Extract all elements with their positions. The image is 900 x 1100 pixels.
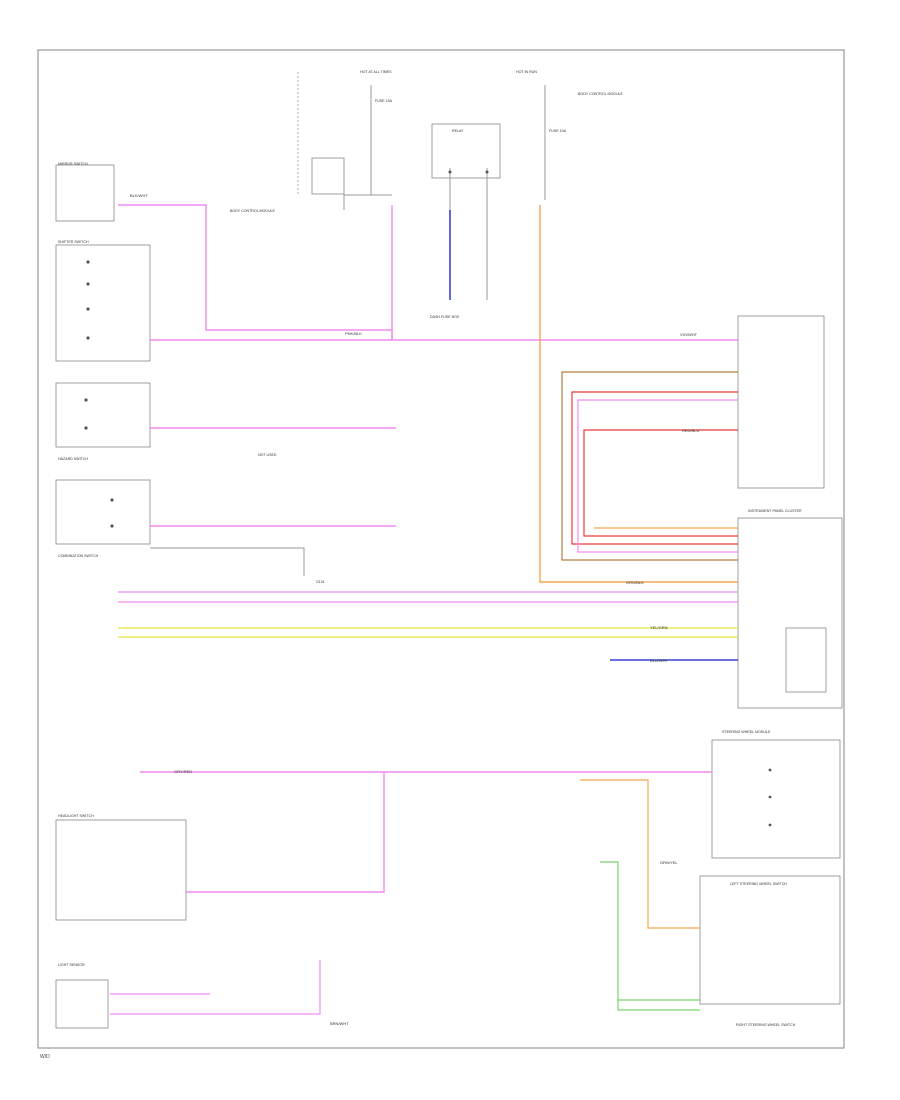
- shifter-switch: [55, 244, 151, 362]
- shifter-switch-label: SHIFTER SWITCH: [58, 240, 89, 244]
- ipc-submodule: [785, 627, 827, 693]
- wire-label-w9: GRY/RED: [174, 769, 192, 774]
- fuse-left-label: FUSE 15A: [375, 99, 393, 103]
- hot-at-all-times-label: HOT AT ALL TIMES: [360, 70, 392, 74]
- dash-fuse-box-label: DASH FUSE BOX: [430, 315, 460, 319]
- wire-label-w2: PNK/BLK: [345, 331, 362, 336]
- combination-switch: [55, 479, 151, 545]
- combination-switch-label: COMBINATION SWITCH: [58, 554, 99, 558]
- diagram-border: [37, 49, 845, 1049]
- right-sw-switch-label: RIGHT STEERING WHEEL SWITCH: [736, 1023, 796, 1027]
- wire-label-w3: VIO/WHT: [680, 332, 698, 337]
- steering-wheel-module: [711, 739, 841, 859]
- wire-label-w7: BLU/WHT: [650, 658, 669, 663]
- wire-label-w8: GRN/YEL: [660, 860, 678, 865]
- steering-wheel-module-label: STEERING WHEEL MODULE: [722, 730, 771, 734]
- headlight-switch: [55, 819, 187, 921]
- relay-box-label: RELAY: [452, 129, 464, 133]
- right-steering-wheel-switch: [699, 875, 841, 1005]
- fuse-right-label: FUSE 10A: [549, 129, 567, 133]
- hot-in-run-label: HOT IN RUN: [516, 70, 537, 74]
- relay-stack: [737, 315, 825, 489]
- wire-label-w5: RED/BLU: [682, 428, 699, 433]
- not-used-label-1: NOT USED: [258, 453, 277, 457]
- left-sw-switch-label: LEFT STEERING WHEEL SWITCH: [730, 882, 787, 886]
- wire-label-w6: YEL/GRN: [650, 625, 668, 630]
- relay-box: [431, 123, 501, 179]
- hazard-switch-label: HAZARD SWITCH: [58, 457, 88, 461]
- light-sensor: [55, 979, 109, 1029]
- wire-label-w1: BLK/WHT: [130, 193, 148, 198]
- mirror-switch-label: MIRROR SWITCH: [58, 162, 88, 166]
- wire-label-w10: BRN/WHT: [330, 1021, 349, 1026]
- ground-label: G101: [316, 580, 325, 584]
- hazard-switch: [55, 382, 151, 448]
- ipc-label: INSTRUMENT PANEL CLUSTER: [748, 509, 802, 513]
- footer-label: W/D: [40, 1054, 50, 1060]
- light-sensor-label: LIGHT SENSOR: [58, 963, 85, 967]
- mirror-switch: [55, 164, 115, 222]
- body-control-module-label: BODY CONTROL MODULE: [578, 92, 624, 96]
- bcm-note-label: BODY CONTROL MODULE: [230, 209, 276, 213]
- fuse-module: [311, 157, 345, 195]
- wire-label-w4: ORG/BLK: [626, 580, 644, 585]
- headlight-switch-label: HEADLIGHT SWITCH: [58, 814, 94, 818]
